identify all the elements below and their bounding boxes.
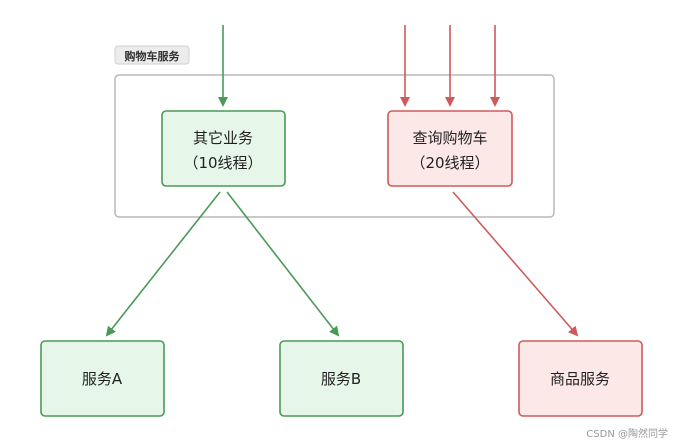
node-product-service-label: 商品服务 — [550, 370, 610, 388]
node-service-b-label: 服务B — [321, 370, 361, 388]
node-service-a-label: 服务A — [82, 370, 123, 388]
node-service-b: 服务B — [279, 340, 404, 417]
node-service-a: 服务A — [40, 340, 165, 417]
watermark: CSDN @陶然同学 — [586, 427, 668, 440]
node-other-business-threads: （10线程） — [183, 154, 262, 172]
cart-service-group-label-bg — [114, 45, 190, 65]
node-other-business-title: 其它业务 — [193, 129, 253, 147]
node-query-cart-title: 查询购物车 — [412, 129, 487, 147]
node-query-cart-threads: （20线程） — [410, 154, 489, 172]
cart-service-group-label: 购物车服务 — [125, 49, 181, 63]
cart-service-group — [114, 74, 555, 218]
arrow-to-service-a — [105, 191, 221, 337]
arrow-to-product-service — [452, 191, 579, 337]
node-product-service: 商品服务 — [518, 340, 643, 417]
node-query-cart: 查询购物车 （20线程） — [387, 110, 513, 187]
arrow-to-service-b — [226, 191, 340, 337]
node-other-business: 其它业务 （10线程） — [161, 110, 286, 187]
